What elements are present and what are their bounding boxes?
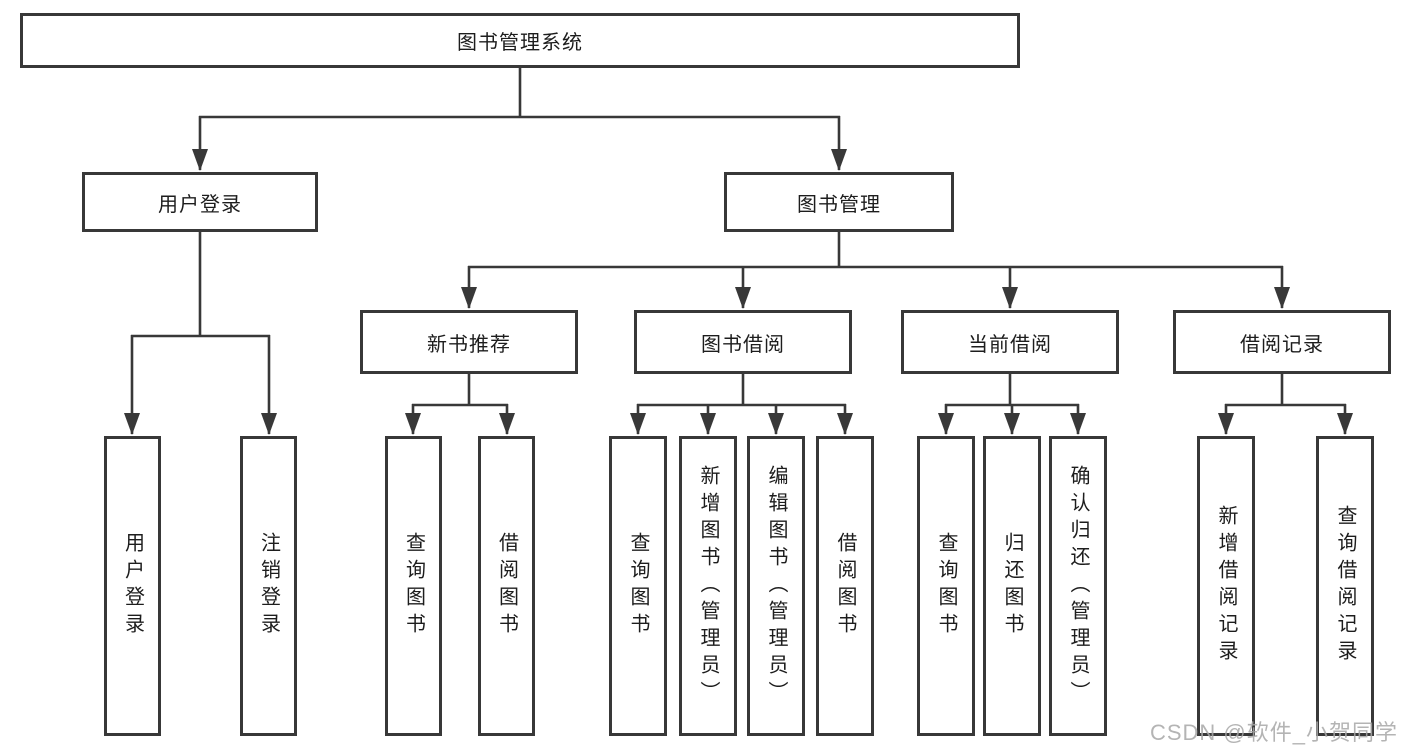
leaf-label: 注销登录 xyxy=(257,532,280,640)
leaf-logout: 注销登录 xyxy=(240,436,297,736)
leaf-return-books: 归还图书 xyxy=(983,436,1041,736)
node-label: 图书管理系统 xyxy=(457,32,583,54)
leaf-query-books-borrow: 查询图书 xyxy=(609,436,667,736)
leaf-user-login: 用户登录 xyxy=(104,436,161,736)
leaf-query-books-recommend: 查询图书 xyxy=(385,436,442,736)
node-borrowing-records: 借阅记录 xyxy=(1173,310,1391,374)
leaf-label: 查询图书 xyxy=(935,532,957,640)
leaf-borrow-books: 借阅图书 xyxy=(816,436,874,736)
leaf-label: 查询图书 xyxy=(627,532,649,640)
leaf-label: 归还图书 xyxy=(1001,532,1023,640)
leaf-add-books-admin: 新增图书（管理员） xyxy=(679,436,737,736)
node-current-borrowing: 当前借阅 xyxy=(901,310,1119,374)
leaf-query-borrow-record: 查询借阅记录 xyxy=(1316,436,1374,736)
leaf-borrow-books-recommend: 借阅图书 xyxy=(478,436,535,736)
leaf-label: 确认归还（管理员） xyxy=(1067,464,1089,708)
leaf-confirm-return-admin: 确认归还（管理员） xyxy=(1049,436,1107,736)
leaf-label: 编辑图书（管理员） xyxy=(765,464,787,708)
node-label: 图书借阅 xyxy=(701,333,785,356)
node-label: 图书管理 xyxy=(797,193,881,216)
node-book-management: 图书管理 xyxy=(724,172,954,232)
leaf-add-borrow-record: 新增借阅记录 xyxy=(1197,436,1255,736)
leaf-label: 用户登录 xyxy=(121,532,144,640)
leaf-label: 新增图书（管理员） xyxy=(697,464,719,708)
csdn-watermark: CSDN @软件_小贺同学 xyxy=(1149,720,1398,745)
leaf-label: 借阅图书 xyxy=(495,532,518,640)
leaf-query-books-current: 查询图书 xyxy=(917,436,975,736)
node-library-management-system: 图书管理系统 xyxy=(20,13,1020,68)
node-label: 借阅记录 xyxy=(1240,333,1324,356)
node-user-login: 用户登录 xyxy=(82,172,318,232)
leaf-label: 新增借阅记录 xyxy=(1215,505,1237,667)
leaf-label: 查询图书 xyxy=(402,532,425,640)
leaf-label: 借阅图书 xyxy=(834,532,856,640)
node-label: 用户登录 xyxy=(158,193,242,216)
node-book-borrowing: 图书借阅 xyxy=(634,310,852,374)
node-label: 新书推荐 xyxy=(427,333,511,356)
leaf-label: 查询借阅记录 xyxy=(1334,505,1356,667)
node-new-book-recommendation: 新书推荐 xyxy=(360,310,578,374)
leaf-edit-books-admin: 编辑图书（管理员） xyxy=(747,436,805,736)
node-label: 当前借阅 xyxy=(968,333,1052,356)
